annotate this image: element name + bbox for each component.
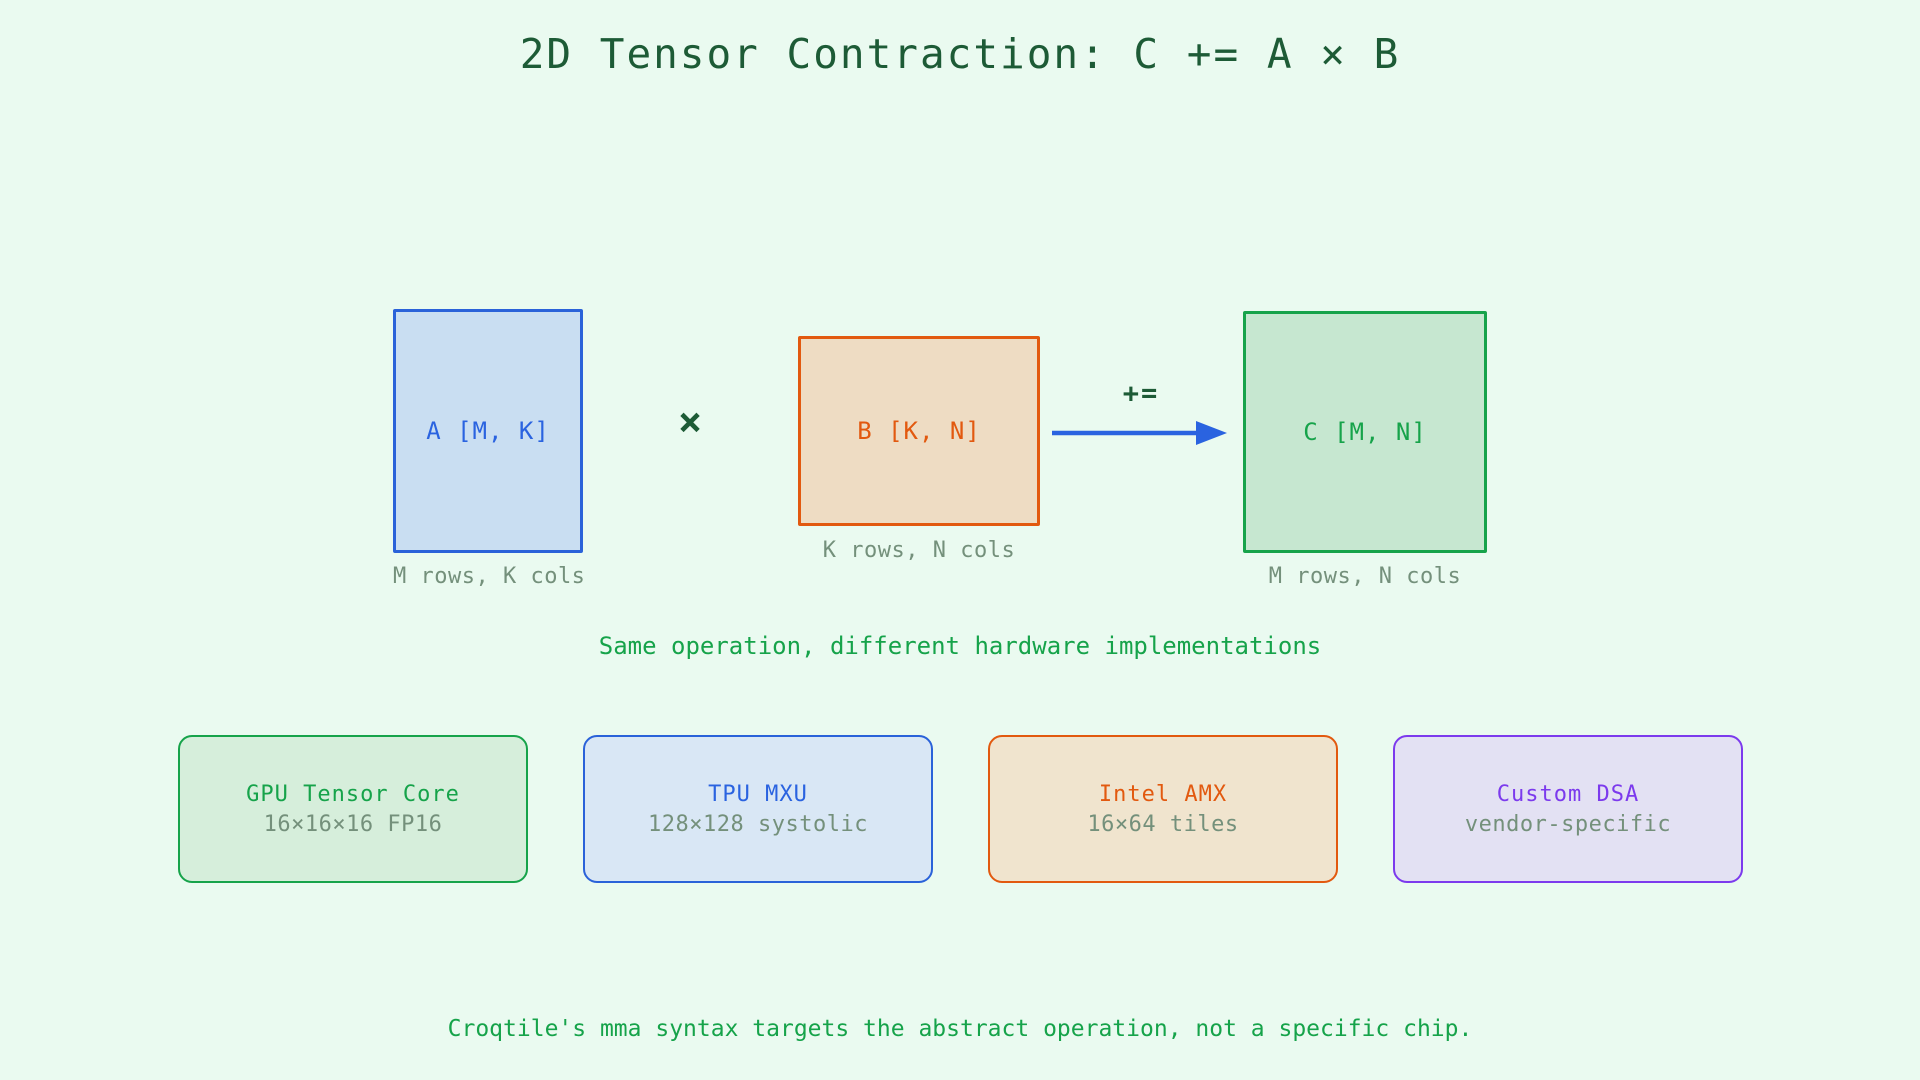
card-tpu-mxu: TPU MXU 128×128 systolic <box>583 735 933 883</box>
card-gpu-name: GPU Tensor Core <box>246 781 460 807</box>
card-tpu-detail: 128×128 systolic <box>648 811 868 837</box>
card-dsa-name: Custom DSA <box>1496 781 1640 807</box>
matrix-c-label: C [M, N] <box>1303 418 1427 446</box>
matrix-b-caption: K rows, N cols <box>822 538 1016 563</box>
footer-note: Croqtile's mma syntax targets the abstra… <box>447 1016 1473 1042</box>
matrix-a-box: A [M, K] <box>393 309 583 553</box>
card-amx-detail: 16×64 tiles <box>1087 811 1239 837</box>
matrix-c-caption: M rows, N cols <box>1268 564 1462 589</box>
card-dsa-detail: vendor-specific <box>1464 811 1672 837</box>
multiply-icon: × <box>677 399 703 445</box>
matrix-c-box: C [M, N] <box>1243 311 1487 553</box>
plus-equals-label: += <box>1122 378 1160 409</box>
arrow-icon <box>1050 412 1228 454</box>
matrix-a-label: A [M, K] <box>426 417 550 445</box>
card-intel-amx: Intel AMX 16×64 tiles <box>988 735 1338 883</box>
card-gpu-tensor-core: GPU Tensor Core 16×16×16 FP16 <box>178 735 528 883</box>
card-gpu-detail: 16×16×16 FP16 <box>263 811 443 837</box>
subtitle-text: Same operation, different hardware imple… <box>598 632 1322 660</box>
hardware-cards-row: GPU Tensor Core 16×16×16 FP16 TPU MXU 12… <box>178 735 1743 883</box>
card-custom-dsa: Custom DSA vendor-specific <box>1393 735 1743 883</box>
page-title: 2D Tensor Contraction: C += A × B <box>519 30 1401 78</box>
matrix-a-caption: M rows, K cols <box>393 564 586 589</box>
card-amx-name: Intel AMX <box>1098 781 1228 807</box>
matrix-b-box: B [K, N] <box>798 336 1040 526</box>
matrix-b-label: B [K, N] <box>857 417 981 445</box>
card-tpu-name: TPU MXU <box>708 781 808 807</box>
